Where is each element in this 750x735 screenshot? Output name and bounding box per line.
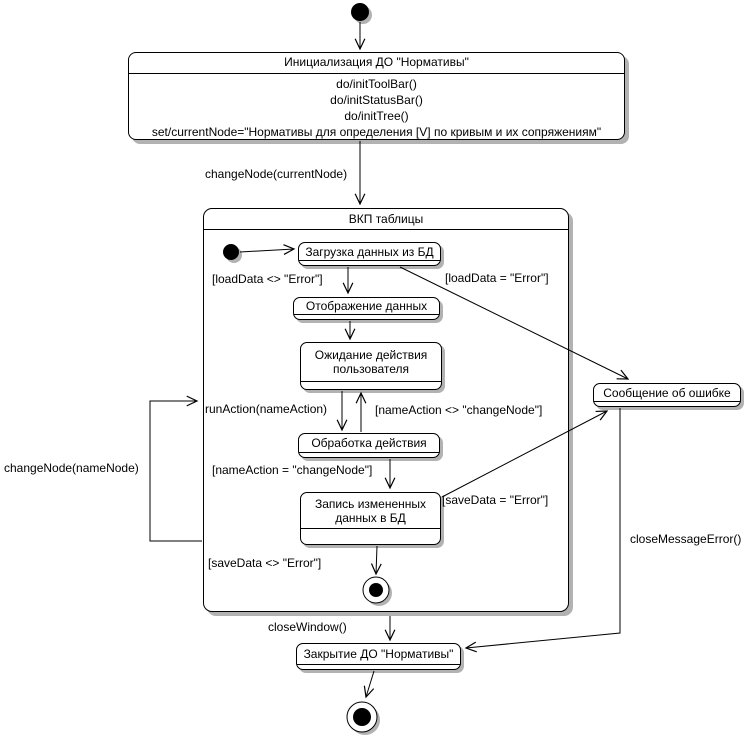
label-change-node-current: changeNode(currentNode) — [205, 167, 348, 181]
state-close-do-compartment — [297, 664, 460, 669]
init-action-toolbar: do/initToolBar() — [336, 77, 417, 91]
state-save-data: Запись измененных данных в БД — [300, 492, 441, 545]
initial-state-icon — [351, 3, 369, 21]
state-init-do-normativy: Инициализация ДО "Нормативы" do/initTool… — [128, 52, 625, 140]
transition-close-to-final — [363, 670, 375, 699]
label-load-ok: [loadData <> "Error"] — [212, 272, 323, 286]
label-name-action-neq: [nameAction <> "changeNode"] — [375, 403, 543, 417]
label-name-action-eq: [nameAction = "changeNode"] — [212, 463, 373, 477]
state-close-do: Закрытие ДО "Нормативы" — [296, 643, 461, 670]
state-wait-user-label: Ожидание действия пользователя — [314, 348, 428, 376]
state-close-do-label: Закрытие ДО "Нормативы" — [303, 647, 454, 661]
state-display-data-compartment — [294, 314, 439, 319]
init-action-tree: do/initTree() — [344, 109, 409, 123]
state-error-message-compartment — [594, 401, 740, 406]
initial-state-shadow — [354, 6, 372, 24]
state-wait-user: Ожидание действия пользователя — [300, 342, 442, 390]
state-process-action-compartment — [299, 452, 439, 457]
label-close-message-error: closeMessageError() — [630, 532, 742, 546]
init-action-statusbar: do/initStatusBar() — [330, 93, 423, 107]
state-error-message: Сообщение об ошибке — [593, 383, 741, 407]
state-save-data-compartment — [301, 528, 440, 544]
final-state-shadow — [350, 705, 380, 735]
state-save-data-label: Запись измененных данных в БД — [314, 496, 427, 525]
state-process-action: Обработка действия — [298, 433, 440, 458]
state-load-data: Загрузка данных из БД — [298, 242, 441, 266]
composite-state-title: ВКП таблицы — [204, 209, 568, 230]
state-display-data-label: Отображение данных — [305, 299, 428, 313]
label-close-window: closeWindow() — [268, 620, 347, 634]
state-init-actions: do/initToolBar() do/initStatusBar() do/i… — [129, 74, 624, 140]
label-change-node-name: changeNode(nameNode) — [4, 461, 139, 475]
final-state-dot — [353, 708, 371, 726]
state-wait-user-compartment — [301, 381, 441, 389]
state-display-data: Отображение данных — [293, 297, 440, 320]
label-save-error: [saveData = "Error"] — [442, 493, 549, 507]
state-init-title: Инициализация ДО "Нормативы" — [129, 53, 624, 74]
state-error-message-label: Сообщение об ошибке — [603, 385, 731, 400]
final-state-icon — [346, 701, 378, 733]
label-load-error: [loadData = "Error"] — [445, 271, 549, 285]
state-process-action-label: Обработка действия — [311, 436, 427, 450]
transition-composite-self-loop — [149, 395, 202, 542]
state-load-data-label: Загрузка данных из БД — [305, 244, 434, 259]
state-load-data-compartment — [299, 260, 440, 265]
label-run-action: runAction(nameAction) — [205, 402, 328, 416]
label-save-ok: [saveData <> "Error"] — [208, 556, 322, 570]
init-action-currentnode: set/currentNode="Нормативы для определен… — [151, 125, 602, 139]
